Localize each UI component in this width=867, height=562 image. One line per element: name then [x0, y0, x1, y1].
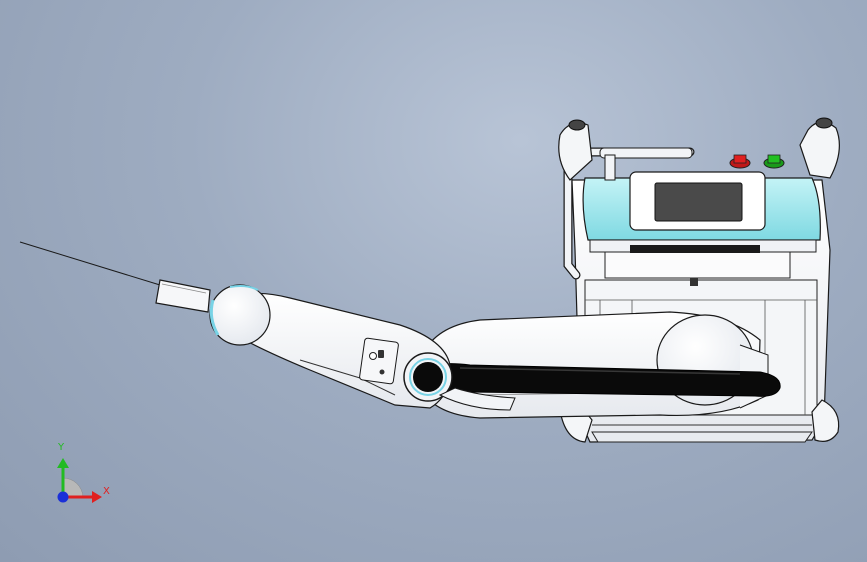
caster-top-right — [799, 117, 840, 179]
stop-button[interactable] — [729, 154, 751, 169]
robot-wrist — [155, 279, 271, 346]
robot-forearm — [227, 292, 516, 411]
caster-top-left — [558, 119, 593, 181]
x-axis-label: X — [103, 486, 110, 497]
y-axis-label: Y — [58, 442, 65, 453]
needle-line — [19, 241, 161, 286]
robot-upper-arm — [417, 311, 781, 419]
coordinate-triad-icon — [57, 458, 102, 503]
start-button[interactable] — [763, 154, 785, 169]
